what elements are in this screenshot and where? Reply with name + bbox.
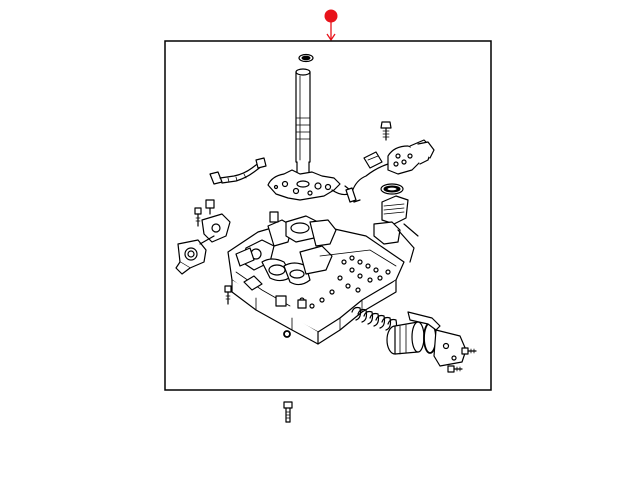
sensor-connector <box>373 195 419 263</box>
separator-plate <box>267 169 341 201</box>
diagram-frame <box>164 40 492 391</box>
small-o-ring <box>283 330 291 338</box>
side-bolt <box>224 285 232 305</box>
valve-body <box>227 211 405 345</box>
accumulator-spring <box>351 306 398 333</box>
marker-arrow-head <box>326 33 336 42</box>
retainer-plate <box>407 311 467 367</box>
marker-pin-icon[interactable] <box>324 9 338 23</box>
left-bolt <box>194 199 215 227</box>
left-wiring-harness <box>209 157 267 185</box>
left-solenoid <box>175 213 231 275</box>
sensor-ring <box>380 183 404 195</box>
top-bolt <box>380 121 392 141</box>
shaft-seal <box>298 53 314 63</box>
callout-marker[interactable] <box>324 9 338 42</box>
wiring-harness-connector <box>331 139 435 203</box>
small-bolts <box>447 347 477 373</box>
detached-bolt <box>283 401 293 423</box>
accumulator-piston <box>386 321 425 355</box>
